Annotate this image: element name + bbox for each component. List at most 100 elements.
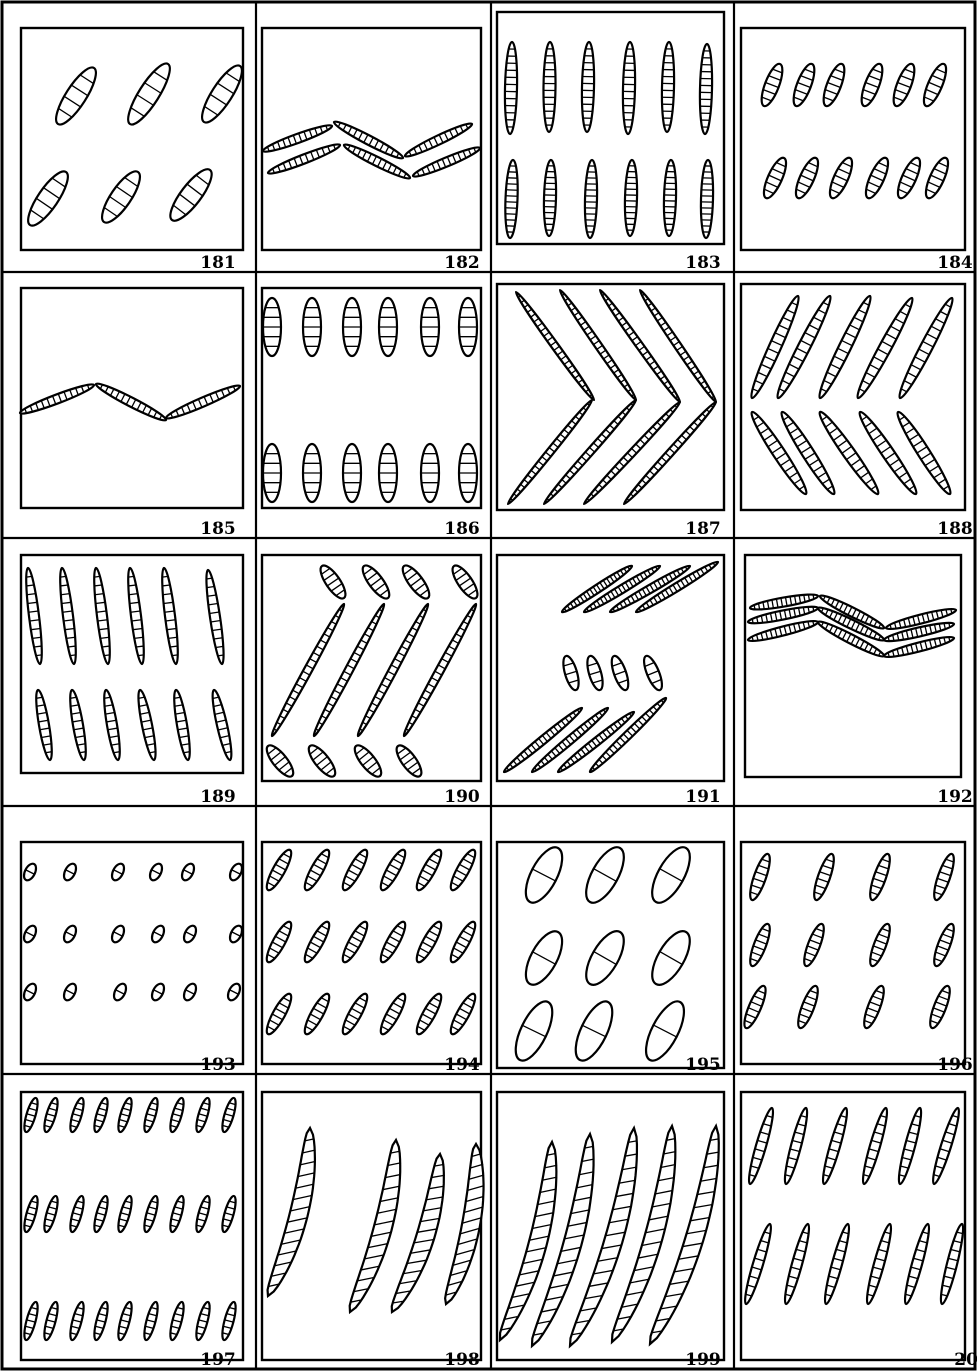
cell-194: 194	[262, 842, 481, 1075]
striped-cell	[110, 862, 127, 882]
cell-outline	[413, 919, 446, 965]
striped-cell	[62, 862, 79, 882]
cell-number: 195	[685, 1055, 721, 1075]
curved-cell	[498, 1142, 572, 1346]
cell-stripe	[60, 576, 66, 577]
cell-outline	[895, 1107, 925, 1186]
striped-cell	[541, 398, 638, 507]
plate-cells: 1811821831841851861871881891901911921931…	[18, 12, 977, 1370]
cell-outline	[96, 166, 147, 227]
cell-outline	[929, 1106, 963, 1185]
cell-outline	[821, 1223, 853, 1306]
striped-cell	[310, 602, 387, 738]
striped-cell	[504, 42, 518, 134]
striped-cell	[94, 380, 168, 424]
cell-number: 184	[937, 253, 973, 273]
cell-frame	[741, 842, 965, 1064]
striped-cell	[22, 166, 75, 230]
striped-cell	[150, 924, 167, 944]
striped-cell	[584, 654, 606, 691]
cell-outline	[50, 63, 103, 130]
striped-cell	[125, 567, 147, 664]
striped-cell	[760, 155, 791, 201]
cell-outline	[263, 991, 296, 1037]
striped-cell	[379, 444, 397, 502]
striped-cell	[392, 742, 425, 780]
striped-cell	[303, 444, 321, 502]
striped-cell	[637, 288, 719, 404]
striped-cell	[142, 1195, 161, 1233]
striped-cell	[857, 62, 886, 109]
cell-outline	[67, 689, 89, 761]
cell-outline	[400, 602, 479, 738]
striped-cell	[505, 398, 594, 506]
striped-cell	[543, 160, 557, 236]
cell-outline	[819, 1107, 851, 1186]
cell-number: 189	[200, 787, 236, 807]
cell-number: 186	[444, 519, 480, 539]
cell-outline	[268, 602, 347, 738]
cell-stripe	[36, 655, 42, 656]
striped-cell	[661, 42, 675, 132]
striped-cell	[168, 1195, 187, 1233]
cell-outline	[866, 922, 893, 968]
cell-frame	[497, 12, 724, 244]
striped-cell	[23, 567, 45, 664]
striped-cell	[862, 155, 893, 201]
striped-cell	[645, 926, 698, 991]
striped-cell	[746, 852, 773, 902]
striped-cell	[663, 160, 677, 236]
cell-191: 191	[497, 555, 724, 807]
cell-number: 183	[685, 253, 721, 273]
cell-outline	[741, 1223, 775, 1306]
cell-number: 192	[937, 787, 973, 807]
striped-cell	[135, 689, 159, 761]
cell-number: 200	[954, 1350, 977, 1370]
striped-cell	[263, 991, 296, 1037]
cell-outline	[203, 569, 227, 664]
striped-cell	[447, 847, 480, 893]
cell-outline	[164, 164, 218, 226]
striped-cell	[421, 298, 439, 356]
striped-cell	[622, 42, 636, 134]
striped-cell	[68, 1195, 87, 1233]
cell-number: 181	[200, 253, 236, 273]
cell-outline	[135, 689, 159, 761]
striped-cell	[62, 982, 79, 1002]
striped-cell	[557, 288, 639, 402]
striped-cell	[209, 689, 235, 761]
striped-cell	[226, 982, 243, 1002]
striped-cell	[920, 61, 951, 109]
striped-cell	[581, 42, 595, 132]
striped-cell	[164, 164, 218, 226]
striped-cell	[42, 1301, 61, 1341]
striped-cell	[263, 298, 281, 356]
striped-cell	[168, 1301, 187, 1341]
cell-186: 186	[262, 288, 481, 539]
cell-number: 196	[937, 1055, 973, 1075]
striped-cell	[894, 155, 925, 201]
striped-cell	[930, 922, 957, 968]
cell-outline	[301, 847, 334, 893]
striped-cell	[421, 444, 439, 502]
striped-cell	[741, 1223, 775, 1306]
cell-outline	[94, 380, 168, 424]
cell-193: 193	[21, 842, 244, 1075]
striped-cell	[142, 1301, 161, 1341]
striped-cell	[22, 982, 39, 1002]
striped-cell	[339, 847, 372, 893]
striped-cell	[584, 160, 598, 238]
striped-cell	[148, 862, 165, 882]
cell-outline	[901, 1223, 933, 1306]
cell-outline	[125, 567, 147, 664]
striped-cell	[182, 924, 199, 944]
striped-cell	[560, 654, 582, 691]
striped-cell	[926, 984, 953, 1030]
cell-outline	[263, 919, 296, 965]
striped-cell	[171, 689, 193, 761]
cell-outline	[498, 1142, 572, 1346]
striped-cell	[343, 444, 361, 502]
cell-stripe	[138, 655, 144, 656]
striped-cell	[96, 166, 147, 227]
